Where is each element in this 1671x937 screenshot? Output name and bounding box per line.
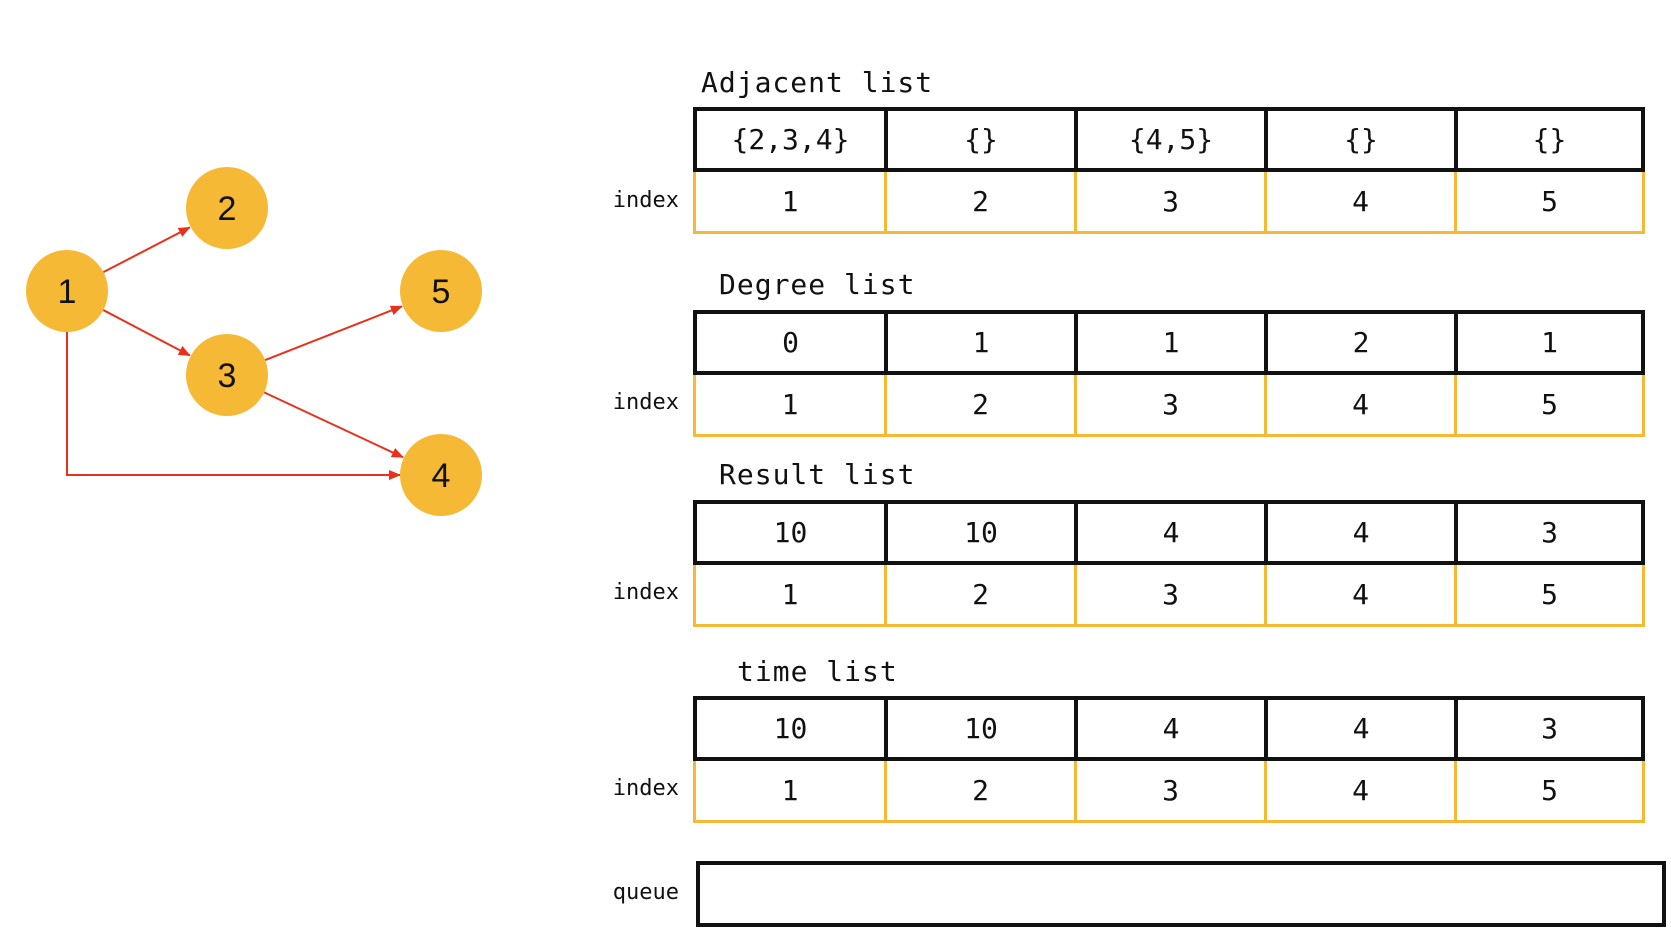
node-1-circle [26, 250, 108, 332]
result-list-indices: 1 2 3 4 5 [693, 565, 1645, 627]
index-cell: 1 [696, 761, 887, 820]
value-cell: 3 [1541, 516, 1558, 549]
index-cell: 5 [1541, 388, 1558, 421]
index-cell: 2 [887, 172, 1077, 231]
value-cell: 4 [1078, 700, 1268, 757]
node-5: 5 [400, 250, 482, 332]
node-2-circle [186, 167, 268, 249]
node-1-label: 1 [58, 273, 77, 311]
degree-list-values: 0 1 1 2 1 [693, 310, 1645, 375]
value-cell: {} [888, 111, 1078, 168]
index-cell: 1 [696, 375, 887, 434]
edge-3-to-4 [263, 391, 404, 459]
edge-1-to-3 [102, 309, 191, 357]
time-list-values: 10 10 4 4 3 [693, 696, 1645, 761]
value-cell: 3 [1541, 712, 1558, 745]
index-cell: 5 [1541, 185, 1558, 218]
node-5-label: 5 [432, 273, 451, 311]
value-cell: 1 [1541, 326, 1558, 359]
value-cell: 4 [1268, 504, 1458, 561]
node-3-circle [186, 334, 268, 416]
value-cell: 4 [1268, 700, 1458, 757]
value-cell: 10 [888, 504, 1078, 561]
adjacent-list-indices: 1 2 3 4 5 [693, 172, 1645, 234]
result-list-values: 10 10 4 4 3 [693, 500, 1645, 565]
edge-1-to-2 [102, 226, 191, 274]
node-4-label: 4 [432, 457, 451, 495]
index-cell: 1 [696, 565, 887, 624]
index-cell: 1 [696, 172, 887, 231]
result-list-index-label: index [612, 580, 679, 605]
value-cell: 4 [1078, 504, 1268, 561]
node-3: 3 [186, 334, 268, 416]
degree-list-index-label: index [612, 390, 679, 415]
node-3-label: 3 [218, 357, 237, 395]
value-cell: {} [1268, 111, 1458, 168]
index-cell: 3 [1077, 761, 1267, 820]
index-cell: 4 [1267, 565, 1457, 624]
index-cell: 4 [1267, 375, 1457, 434]
node-4-circle [400, 434, 482, 516]
edge-3-to-5 [264, 305, 403, 361]
graph-nodes: 1 2 3 4 5 [26, 167, 482, 516]
index-cell: 3 [1077, 375, 1267, 434]
dependency-graph: 1 2 3 4 5 [26, 167, 482, 516]
degree-list-indices: 1 2 3 4 5 [693, 375, 1645, 437]
index-cell: 4 [1267, 172, 1457, 231]
value-cell: 1 [888, 314, 1078, 371]
value-cell: {} [1532, 123, 1567, 156]
adjacent-list-index-label: index [612, 188, 679, 213]
index-cell: 4 [1267, 761, 1457, 820]
value-cell: 0 [697, 314, 888, 371]
time-list-indices: 1 2 3 4 5 [693, 761, 1645, 823]
time-list-index-label: index [612, 776, 679, 801]
graph-edges [66, 226, 404, 480]
value-cell: {2,3,4} [697, 111, 888, 168]
adjacent-list-title: Adjacent list [701, 66, 934, 99]
queue-label: queue [612, 880, 679, 905]
adjacent-list-values: {2,3,4} {} {4,5} {} {} [693, 107, 1645, 172]
time-list-title: time list [737, 655, 898, 688]
index-cell: 3 [1077, 565, 1267, 624]
node-4: 4 [400, 434, 482, 516]
value-cell: 2 [1268, 314, 1458, 371]
index-cell: 2 [887, 375, 1077, 434]
edge-1-to-4 [66, 332, 401, 480]
node-2-label: 2 [218, 190, 237, 228]
value-cell: 1 [1078, 314, 1268, 371]
value-cell: 10 [697, 504, 888, 561]
index-cell: 5 [1541, 578, 1558, 611]
index-cell: 2 [887, 565, 1077, 624]
node-1: 1 [26, 250, 108, 332]
value-cell: {4,5} [1078, 111, 1268, 168]
queue-box [696, 861, 1666, 927]
index-cell: 5 [1541, 774, 1558, 807]
index-cell: 2 [887, 761, 1077, 820]
node-2: 2 [186, 167, 268, 249]
value-cell: 10 [888, 700, 1078, 757]
degree-list-title: Degree list [719, 268, 916, 301]
result-list-title: Result list [719, 458, 916, 491]
node-5-circle [400, 250, 482, 332]
index-cell: 3 [1077, 172, 1267, 231]
value-cell: 10 [697, 700, 888, 757]
